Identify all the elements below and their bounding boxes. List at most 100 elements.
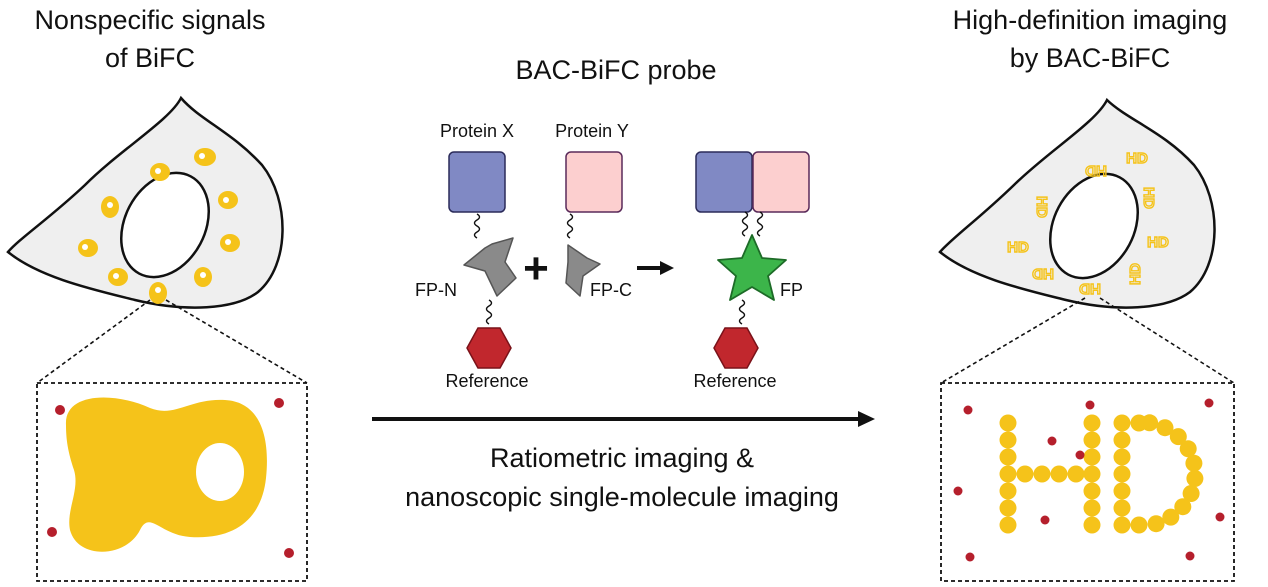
red-dot: [1215, 512, 1225, 522]
fluorescent-dot: [1113, 499, 1131, 517]
yellow-blob: [108, 268, 128, 286]
left-blob-group: [78, 148, 240, 304]
protein-y-box-bound: [752, 151, 810, 213]
fp-n-label: FP-N: [415, 280, 457, 300]
linker-spring: [566, 213, 574, 239]
fluorescent-dot: [999, 499, 1017, 517]
fluorescent-dot: [1169, 428, 1187, 446]
red-dot: [47, 527, 57, 537]
right-title-line2: by BAC-BiFC: [1010, 43, 1171, 73]
plus-symbol: +: [523, 244, 549, 293]
fluorescent-dot: [1185, 454, 1203, 472]
right-panel: High-definition imaging by BAC-BiFC HDHD…: [938, 5, 1235, 582]
fluorescent-dot: [1083, 414, 1101, 432]
hd-mark: HD: [1140, 187, 1157, 209]
reference-hexagon: [466, 327, 512, 369]
right-title-line1: High-definition imaging: [953, 5, 1228, 35]
fluorescent-dot: [1113, 448, 1131, 466]
process-arrow: [372, 411, 875, 427]
reference-label-left: Reference: [445, 371, 528, 391]
protein-y-label: Protein Y: [555, 121, 629, 141]
fluorescent-dot: [1179, 440, 1197, 458]
caption-line1: Ratiometric imaging &: [490, 443, 754, 473]
association-arrow: [637, 261, 674, 275]
right-zoom-line: [940, 297, 1086, 384]
hd-mark: HD: [1079, 280, 1101, 297]
hd-mark: HD: [1147, 234, 1169, 251]
fluorescent-dot: [1067, 465, 1085, 483]
red-dot: [953, 486, 963, 496]
reference-hexagon: [713, 327, 759, 369]
yellow-blob: [194, 267, 212, 287]
left-zoomed-hole: [196, 443, 244, 501]
fluorescent-dot: [1016, 465, 1034, 483]
linker-spring: [473, 213, 481, 239]
hd-mark: HD: [1126, 150, 1148, 167]
fluorescent-dot: [1113, 465, 1131, 483]
fluorescent-dot: [999, 465, 1017, 483]
fluorescent-dot: [1083, 465, 1101, 483]
fluorescent-dot: [1083, 448, 1101, 466]
yellow-blob: [78, 239, 98, 257]
fp-c-fragment: [565, 244, 601, 297]
fluorescent-dot: [999, 414, 1017, 432]
linker-spring: [756, 211, 764, 237]
right-red-dot-group: [953, 398, 1225, 562]
red-dot: [274, 398, 284, 408]
center-panel: BAC-BiFC probe Protein X Protein Y FP-N …: [372, 55, 875, 512]
fp-n-fragment: [463, 237, 517, 297]
fp-label: FP: [780, 280, 803, 300]
hd-mark: HD: [1007, 239, 1029, 256]
fluorescent-dot: [1113, 414, 1131, 432]
yellow-blob: [101, 196, 119, 218]
linker-spring: [738, 299, 746, 325]
fluorescent-dot: [1113, 482, 1131, 500]
linker-spring: [741, 211, 749, 237]
fluorescent-dot: [1186, 470, 1204, 487]
fluorescent-dot: [999, 516, 1017, 534]
yellow-blob: [220, 234, 240, 252]
yellow-blob: [194, 148, 216, 166]
left-title-line1: Nonspecific signals: [34, 5, 265, 35]
red-dot: [284, 548, 294, 558]
hd-mark: HD: [1033, 196, 1050, 218]
fluorescent-dot: [1083, 499, 1101, 517]
fluorescent-dot: [1162, 508, 1180, 526]
linker-spring: [485, 299, 493, 325]
left-zoom-line: [165, 299, 308, 384]
fluorescent-dot: [999, 482, 1017, 500]
fluorescent-dot: [1156, 419, 1174, 437]
red-dot: [1085, 400, 1095, 410]
fluorescent-dot: [1147, 515, 1165, 533]
fluorescent-dot: [1033, 465, 1051, 483]
left-zoomed-blob: [65, 397, 267, 552]
red-dot: [963, 405, 973, 415]
fluorescent-dot: [1083, 516, 1101, 534]
left-panel: Nonspecific signals of BiFC: [6, 5, 308, 582]
red-dot: [1204, 398, 1214, 408]
protein-y-box: [565, 151, 623, 213]
protein-x-box: [448, 151, 506, 213]
hd-mark: HD: [1085, 162, 1107, 179]
fp-complete-star: [717, 234, 787, 301]
right-nucleus: [1048, 172, 1140, 280]
red-dot: [1047, 436, 1057, 446]
yellow-blob: [218, 191, 238, 209]
probe-title: BAC-BiFC probe: [515, 55, 716, 85]
fluorescent-dot: [1083, 482, 1101, 500]
fluorescent-dot: [1083, 431, 1101, 449]
fluorescent-dot: [1130, 516, 1148, 534]
hd-mark: HD: [1127, 263, 1144, 285]
fluorescent-dot: [1050, 465, 1068, 483]
fluorescent-dot: [1113, 431, 1131, 449]
red-dot: [55, 405, 65, 415]
protein-x-box-bound: [695, 151, 753, 213]
red-dot: [965, 552, 975, 562]
fluorescent-dot: [1182, 485, 1200, 502]
left-title-line2: of BiFC: [105, 43, 195, 73]
hd-mark: HD: [1032, 265, 1054, 282]
fluorescent-dot: [1174, 498, 1192, 516]
left-nucleus: [119, 171, 211, 279]
